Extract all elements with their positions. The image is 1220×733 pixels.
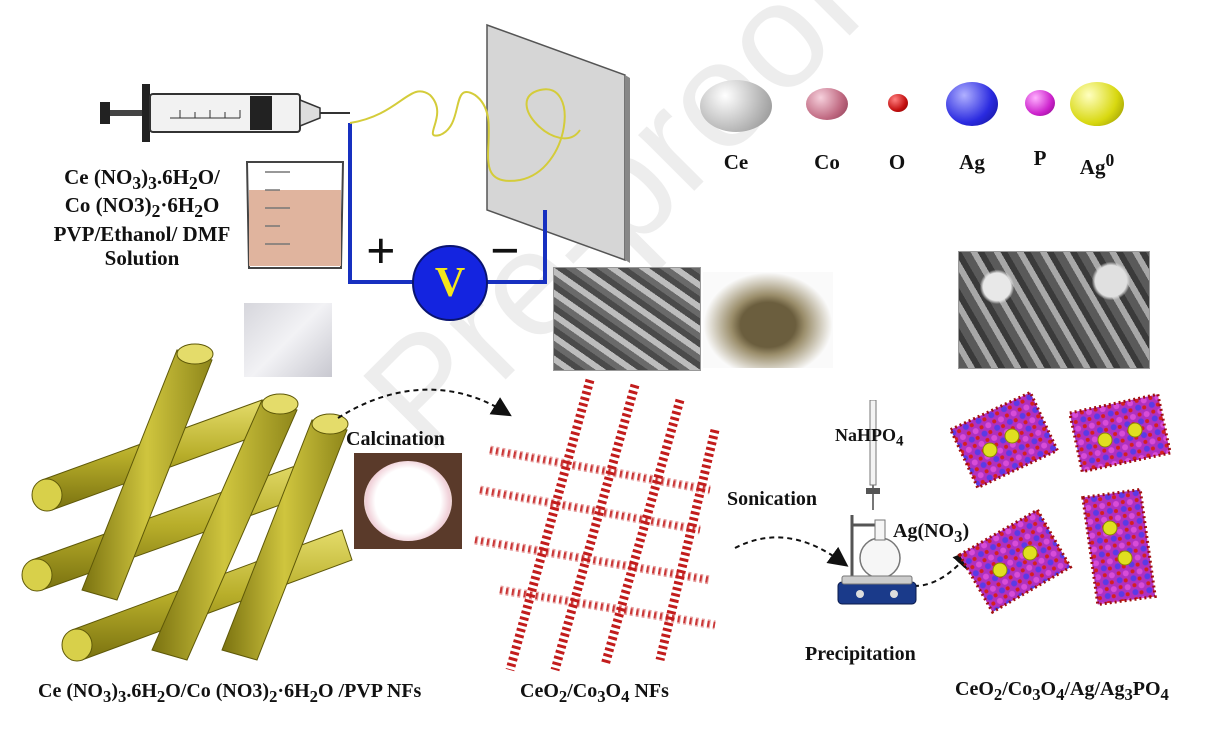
ag0-atom-icon	[1070, 82, 1124, 126]
solution-line-3: PVP/Ethanol/ DMF	[53, 221, 231, 246]
legend-label-p: P	[1033, 146, 1047, 170]
calcined-powder-photo	[703, 272, 833, 368]
sem-image-composite	[958, 251, 1150, 369]
sonication-label: Sonication	[727, 488, 818, 510]
ag-atom-icon	[946, 82, 998, 126]
legend-label-ag: Ag	[959, 150, 985, 174]
legend-o: O	[888, 94, 908, 175]
sem-image-nanofibers	[553, 267, 701, 371]
o-atom-icon	[888, 94, 908, 112]
plus-sign: +	[366, 223, 396, 280]
ceo2-co3o4-network	[474, 378, 720, 672]
voltmeter-label: V	[434, 260, 466, 306]
fiber-mat-photo	[244, 303, 332, 377]
solution-line-1: Ce (NO3)3.6H2O/	[64, 165, 220, 194]
voltmeter: V	[412, 245, 488, 321]
legend-label-o: O	[888, 150, 906, 174]
ce-atom-icon	[700, 80, 772, 132]
legend-label-ce: Ce	[723, 150, 749, 174]
legend-p: P	[1025, 90, 1055, 171]
pvp-nanofiber-rods	[21, 343, 353, 662]
reagent-agno3: Ag(NO3)	[893, 520, 970, 546]
solution-line-4: Solution	[104, 245, 180, 270]
beaker-icon	[245, 161, 345, 269]
calcination-label: Calcination	[346, 428, 445, 450]
pvp-nfs-label: Ce (NO3)3.6H2O/Co (NO3)2·6H2O /PVP NFs	[38, 680, 422, 706]
reagent-nahpo4: NaHPO4	[835, 425, 904, 450]
calcination-dish-photo	[354, 453, 462, 549]
composite-particles	[950, 390, 1173, 615]
minus-sign: −	[490, 223, 520, 280]
lab-apparatus	[837, 400, 917, 605]
legend-ag0: Ag0	[1070, 82, 1124, 180]
legend-ag: Ag	[946, 82, 998, 175]
solution-line-2: Co (NO3)2·6H2O	[64, 193, 220, 222]
p-atom-icon	[1025, 90, 1055, 116]
legend-ce: Ce	[700, 80, 772, 175]
legend-co: Co	[806, 88, 848, 175]
atom-legend: Ce Co O Ag P Ag0	[700, 80, 1140, 180]
precipitation-label: Precipitation	[805, 643, 916, 665]
electrospinning-circuit	[348, 23, 630, 284]
ceo2-co3o4-label: CeO2/Co3O4 NFs	[520, 680, 669, 706]
solution-label: Ce (NO3)3.6H2O/ Co (NO3)2·6H2O PVP/Ethan…	[42, 165, 242, 270]
co-atom-icon	[806, 88, 848, 120]
final-product-label: CeO2/Co3O4/Ag/Ag3PO4	[955, 678, 1169, 704]
legend-label-ag0: Ag0	[1079, 150, 1115, 179]
syringe-icon	[100, 84, 350, 142]
legend-label-co: Co	[814, 150, 840, 174]
